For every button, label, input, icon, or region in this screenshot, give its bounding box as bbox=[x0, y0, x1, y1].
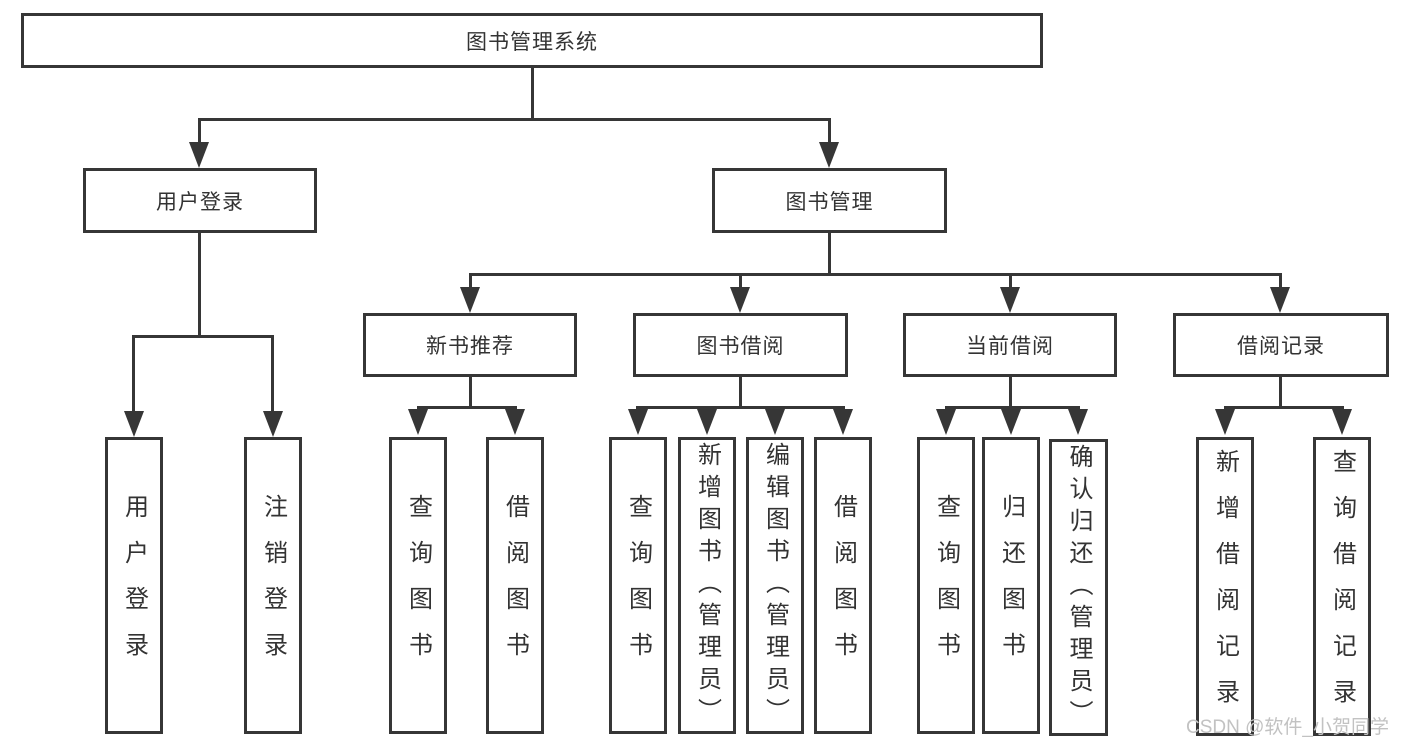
arrowhead-icon bbox=[936, 409, 956, 435]
arrowhead-icon bbox=[505, 409, 525, 435]
node-current-borrowing-label: 当前借阅 bbox=[966, 335, 1054, 358]
connector-root-stem bbox=[531, 68, 534, 121]
node-book-borrowing: 图书借阅 bbox=[633, 313, 848, 377]
connector-drop-level3 bbox=[739, 273, 742, 289]
node-book-management-label: 图书管理 bbox=[785, 190, 874, 214]
connector-drop-level3 bbox=[1009, 273, 1012, 289]
arrowhead-icon bbox=[460, 287, 480, 313]
arrowhead-icon bbox=[408, 409, 428, 435]
arrowhead-icon bbox=[263, 411, 283, 437]
connector-book-management-rail bbox=[469, 273, 1282, 276]
node-book-management: 图书管理 bbox=[712, 168, 947, 233]
arrowhead-icon bbox=[833, 409, 853, 435]
leaf-label: 注销登录 bbox=[259, 493, 287, 678]
leaf-label: 用户登录 bbox=[120, 493, 148, 678]
connector-borrowing-records-stem bbox=[1279, 377, 1282, 409]
leaf-label: 新增图书（管理员） bbox=[693, 441, 721, 730]
leaf-label: 查询图书 bbox=[404, 493, 432, 678]
leaf-label: 归还图书 bbox=[997, 493, 1025, 678]
node-user-login-label: 用户登录 bbox=[156, 190, 244, 214]
leaf-borrow-books: 借阅图书 bbox=[814, 437, 872, 734]
arrowhead-icon bbox=[1000, 287, 1020, 313]
connector-book-borrowing-stem bbox=[739, 377, 742, 409]
connector-drop-level3 bbox=[469, 273, 472, 289]
leaf-label: 编辑图书（管理员） bbox=[761, 441, 789, 730]
arrowhead-icon bbox=[697, 409, 717, 435]
connector-current-borrowing-rail bbox=[945, 406, 1080, 409]
node-book-borrowing-label: 图书借阅 bbox=[696, 335, 785, 358]
arrowhead-icon bbox=[765, 409, 785, 435]
connector-borrowing-records-rail bbox=[1224, 406, 1344, 409]
connector-drop-user-login bbox=[198, 118, 201, 145]
leaf-edit-books-admin: 编辑图书（管理员） bbox=[746, 437, 804, 734]
arrowhead-icon bbox=[1215, 409, 1235, 435]
leaf-label: 查询图书 bbox=[624, 493, 652, 678]
node-new-book-recommend: 新书推荐 bbox=[363, 313, 577, 377]
connector-current-borrowing-stem bbox=[1009, 377, 1012, 409]
connector-new-book-recommend-stem bbox=[469, 377, 472, 409]
arrowhead-icon bbox=[819, 142, 839, 168]
leaf-label: 查询借阅记录 bbox=[1328, 448, 1356, 725]
connector-drop-level3 bbox=[1279, 273, 1282, 289]
node-current-borrowing: 当前借阅 bbox=[903, 313, 1117, 377]
leaf-confirm-return-admin: 确认归还（管理员） bbox=[1049, 439, 1108, 736]
leaf-add-borrow-record: 新增借阅记录 bbox=[1196, 437, 1254, 736]
arrowhead-icon bbox=[1270, 287, 1290, 313]
arrowhead-icon bbox=[730, 287, 750, 313]
leaf-logout: 注销登录 bbox=[244, 437, 302, 734]
node-borrowing-records-label: 借阅记录 bbox=[1237, 335, 1325, 358]
leaf-query-books-current: 查询图书 bbox=[917, 437, 975, 734]
connector-user-login-stem bbox=[198, 233, 201, 335]
connector-drop-leaf bbox=[271, 335, 274, 413]
arrowhead-icon bbox=[189, 142, 209, 168]
connector-drop-book-management bbox=[828, 118, 831, 145]
connector-new-book-recommend-rail bbox=[417, 406, 517, 409]
connector-book-borrowing-rail bbox=[636, 406, 845, 409]
leaf-add-books-admin: 新增图书（管理员） bbox=[678, 437, 736, 734]
connector-user-login-rail bbox=[132, 335, 273, 338]
leaf-borrow-books-recommend: 借阅图书 bbox=[486, 437, 544, 734]
arrowhead-icon bbox=[124, 411, 144, 437]
leaf-label: 新增借阅记录 bbox=[1211, 448, 1239, 725]
leaf-query-books-borrowing: 查询图书 bbox=[609, 437, 667, 734]
leaf-label: 借阅图书 bbox=[501, 493, 529, 678]
arrowhead-icon bbox=[1068, 409, 1088, 435]
node-new-book-recommend-label: 新书推荐 bbox=[426, 335, 514, 358]
leaf-query-borrow-record: 查询借阅记录 bbox=[1313, 437, 1371, 736]
node-user-login: 用户登录 bbox=[83, 168, 317, 233]
leaf-user-login: 用户登录 bbox=[105, 437, 163, 734]
leaf-label: 借阅图书 bbox=[829, 493, 857, 678]
connector-book-management-stem bbox=[828, 233, 831, 276]
connector-drop-leaf bbox=[132, 335, 135, 413]
arrowhead-icon bbox=[1001, 409, 1021, 435]
node-root: 图书管理系统 bbox=[21, 13, 1043, 68]
node-root-label: 图书管理系统 bbox=[466, 30, 598, 54]
leaf-return-books: 归还图书 bbox=[982, 437, 1040, 734]
arrowhead-icon bbox=[628, 409, 648, 435]
node-borrowing-records: 借阅记录 bbox=[1173, 313, 1389, 377]
leaf-query-books-recommend: 查询图书 bbox=[389, 437, 447, 734]
arrowhead-icon bbox=[1332, 409, 1352, 435]
csdn-watermark: CSDN @软件_小贺同学 bbox=[1186, 717, 1389, 738]
leaf-label: 查询图书 bbox=[932, 493, 960, 678]
connector-root-rail bbox=[198, 118, 831, 121]
leaf-label: 确认归还（管理员） bbox=[1065, 443, 1092, 732]
